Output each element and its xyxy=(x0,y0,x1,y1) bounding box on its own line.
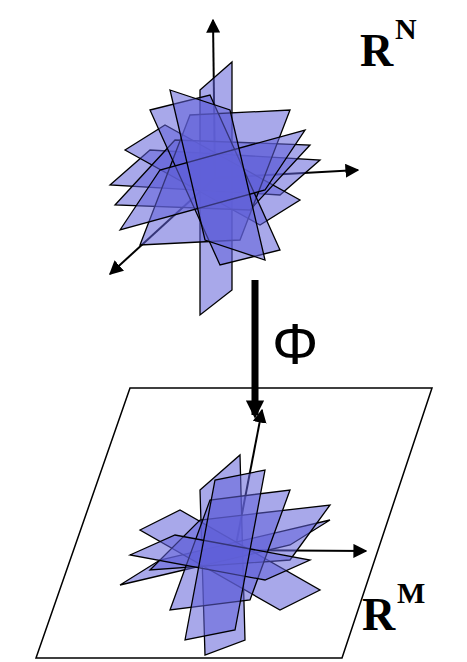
projected-planes xyxy=(120,455,330,655)
space-dimension: N xyxy=(395,14,417,44)
space-symbol: R xyxy=(362,592,395,638)
subspace-plane xyxy=(36,388,432,658)
operator-symbol: Φ xyxy=(272,315,318,373)
space-symbol: R xyxy=(360,28,393,74)
projection-arrow xyxy=(252,280,259,415)
subspace-planes xyxy=(110,62,320,315)
axes xyxy=(110,20,358,274)
space-dimension: M xyxy=(397,578,425,608)
